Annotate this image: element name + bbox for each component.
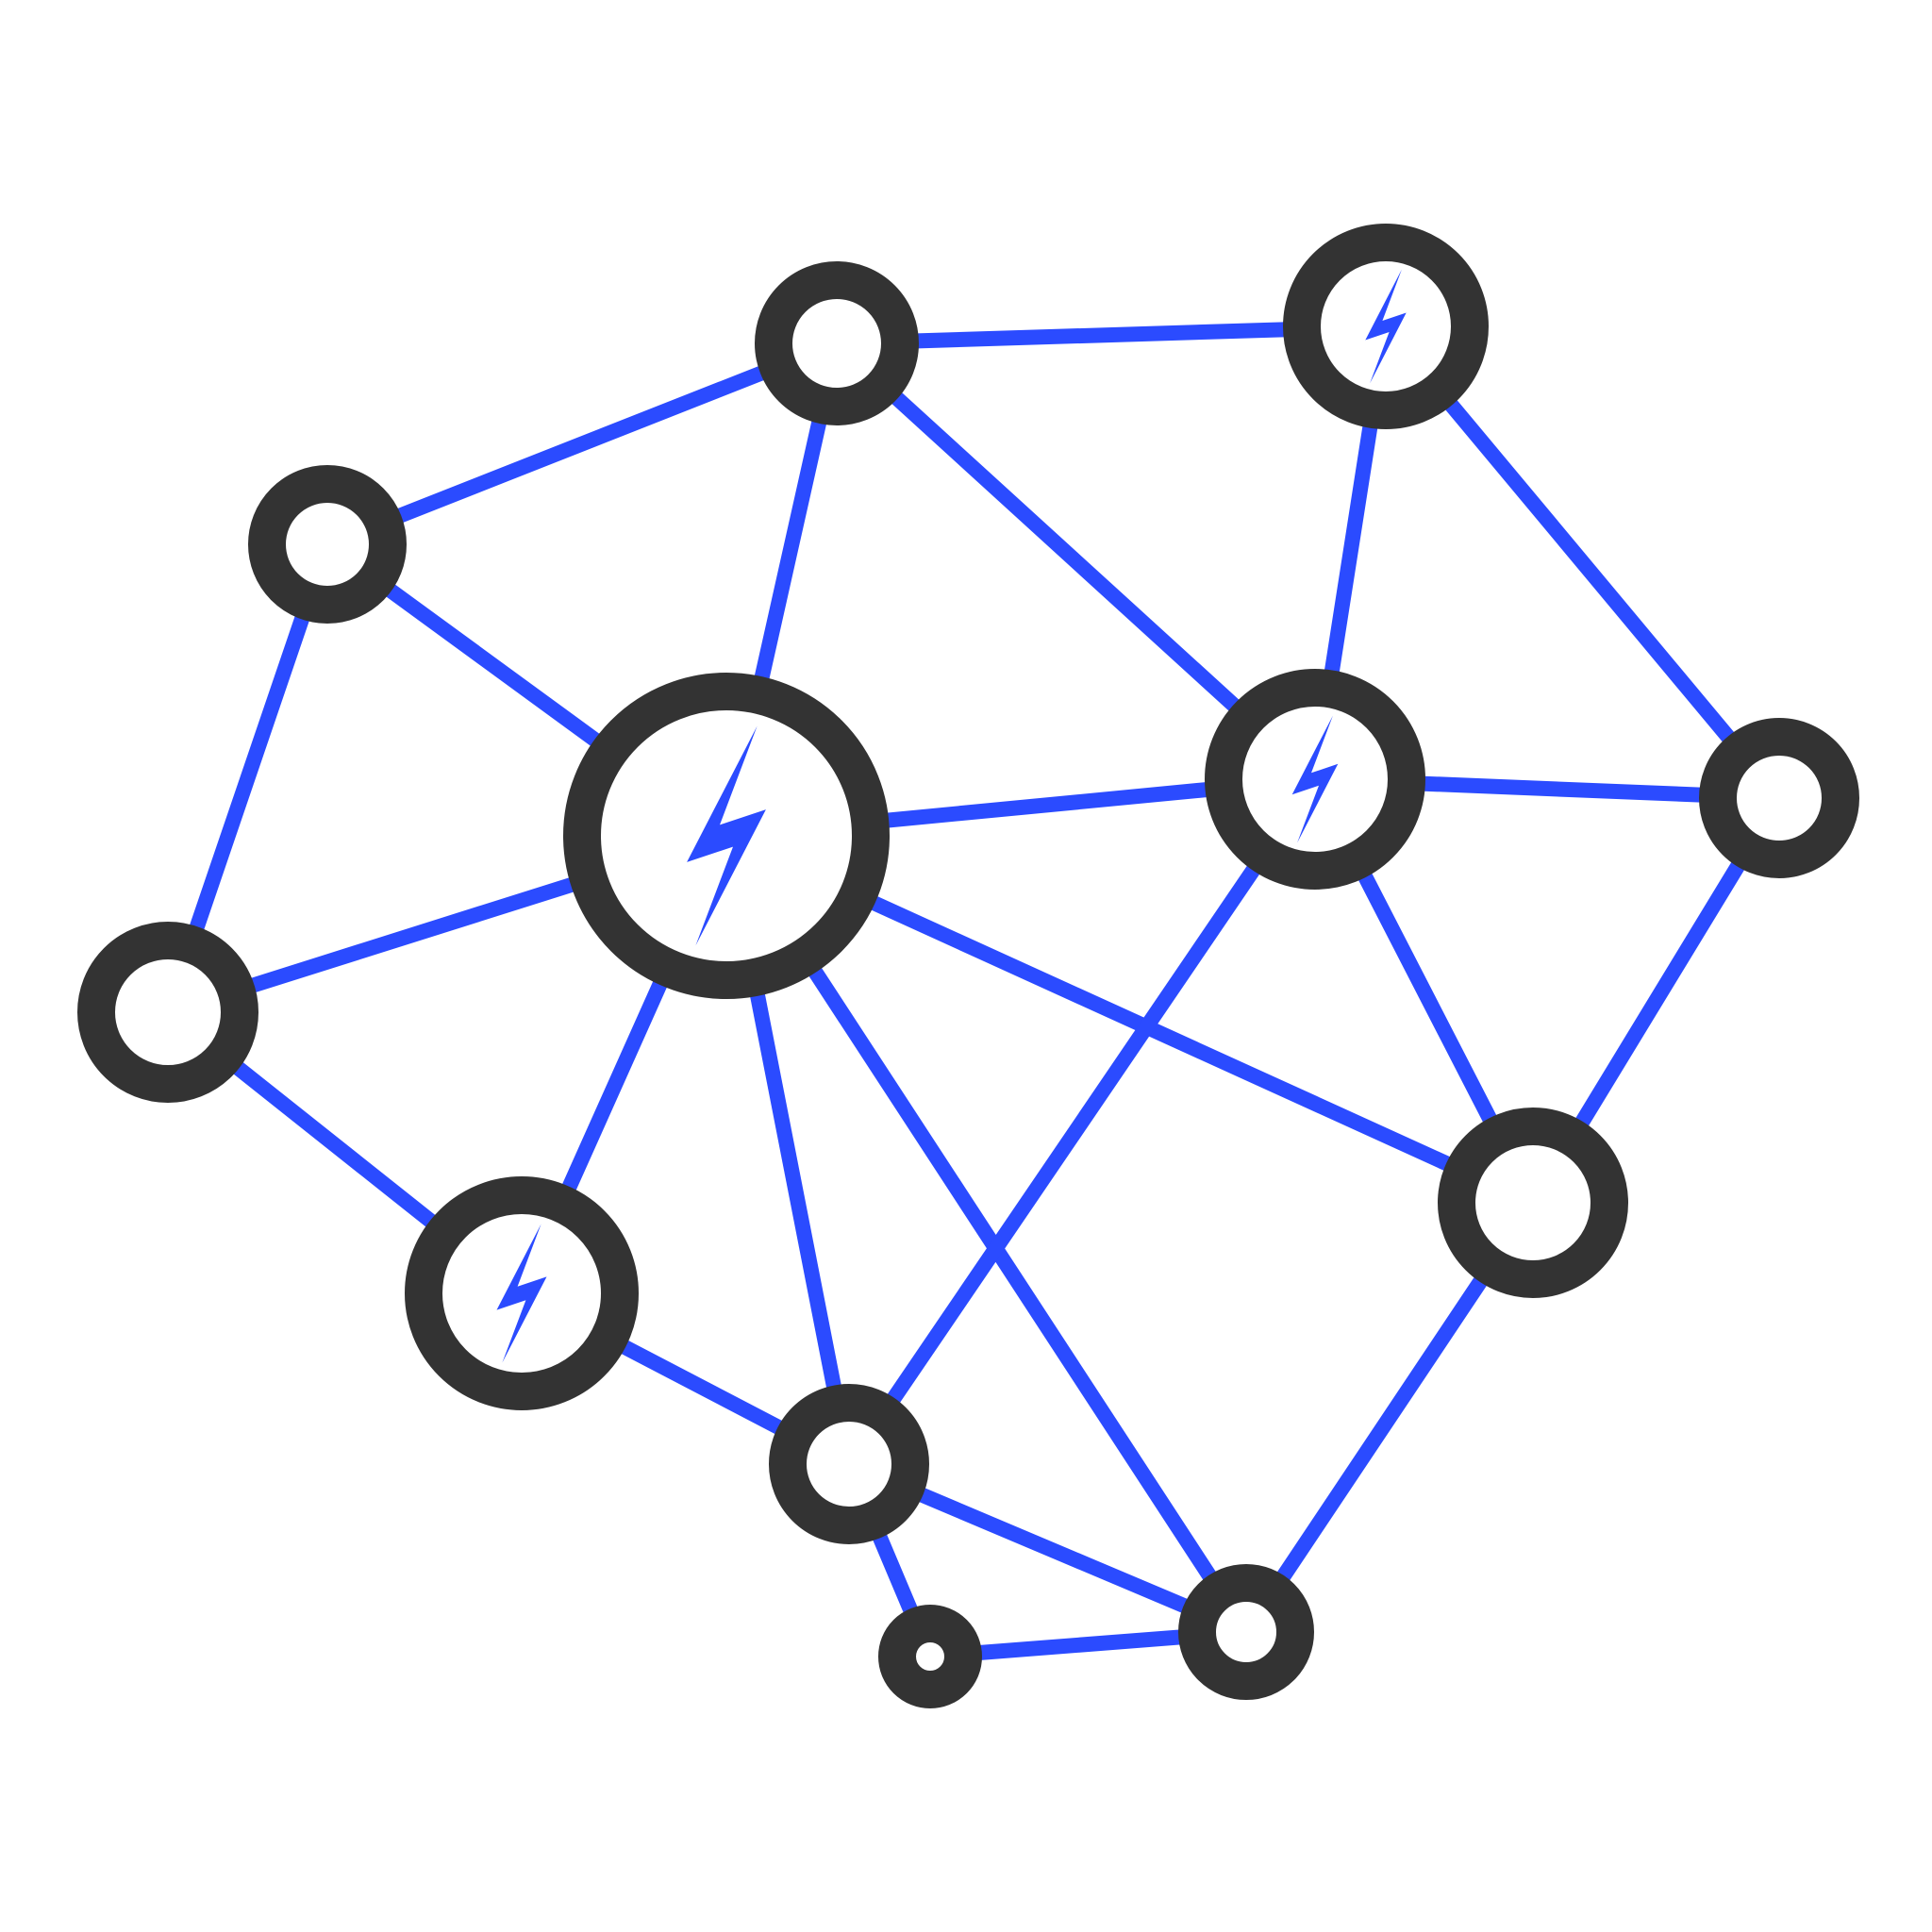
node-ring (878, 1605, 982, 1708)
node-n-bottom-center (769, 1384, 929, 1544)
node-ring (1699, 718, 1859, 878)
lightning-bolt-icon (496, 1224, 547, 1363)
node-n-top-right (1283, 224, 1489, 429)
lightning-bolt-icon (687, 725, 766, 946)
node-n-bottom-small (878, 1605, 982, 1708)
node-n-upper-left (248, 465, 407, 624)
edges-layer (160, 319, 1786, 1664)
nodes-layer (77, 224, 1859, 1708)
node-ring (1178, 1564, 1314, 1700)
edge-n-upper-left-n-top-center (325, 336, 840, 552)
lightning-bolt-icon (1291, 715, 1339, 843)
node-ring (755, 261, 919, 425)
lightning-bolt-icon (1365, 269, 1407, 384)
node-ring (77, 922, 258, 1103)
node-ring (1438, 1108, 1628, 1298)
node-n-lower-right (1438, 1108, 1628, 1298)
node-ring (769, 1384, 929, 1544)
node-n-bottom-right (1178, 1564, 1314, 1700)
node-n-top-center (755, 261, 919, 425)
node-n-center-large (563, 673, 890, 999)
node-ring (248, 465, 407, 624)
node-n-left (77, 922, 258, 1103)
node-n-far-right (1699, 718, 1859, 878)
node-n-center-right (1205, 669, 1425, 890)
edge-n-center-right-n-bottom-center (842, 774, 1322, 1469)
node-n-lower-left (405, 1176, 639, 1410)
